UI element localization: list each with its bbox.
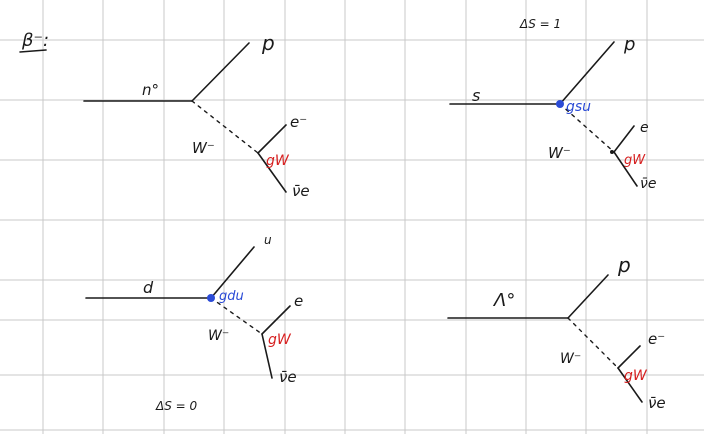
- outgoing-top-label: u: [264, 233, 272, 247]
- lepton-top-line: [261, 305, 291, 335]
- lepton-bottom-label: ν̄e: [292, 182, 310, 200]
- quark-vertex-dot: [556, 100, 564, 108]
- lepton-top-line: [257, 124, 287, 154]
- lepton-top-label: e⁻: [648, 330, 665, 348]
- boson-line: [567, 317, 619, 369]
- incoming-label: n°: [142, 81, 159, 99]
- diagram-neutron-decay: n° p W⁻ e⁻ ν̄e gW: [83, 31, 310, 200]
- boson-label: W⁻: [548, 144, 571, 162]
- lepton-bottom-line: [257, 152, 287, 193]
- lepton-top-line: [617, 345, 641, 369]
- incoming-label: Λ°: [492, 290, 515, 311]
- outgoing-top-label: p: [617, 253, 631, 277]
- lepton-bottom-line: [261, 333, 273, 379]
- boson-line: [210, 297, 263, 335]
- lepton-coupling-label: gW: [266, 153, 290, 169]
- outgoing-top-line: [210, 246, 255, 299]
- lepton-bottom-label: ν̄e: [279, 368, 297, 386]
- outgoing-top-line: [191, 42, 250, 102]
- title-underline: [19, 49, 47, 53]
- quark-coupling-label: gsu: [566, 99, 591, 115]
- lepton-bottom-line: [617, 367, 643, 403]
- lepton-coupling-label: gW: [268, 332, 292, 348]
- boson-label: W⁻: [560, 351, 581, 367]
- diagram-lambda-decay: Λ° p W⁻ e⁻ ν̄e gW: [447, 253, 666, 412]
- strangeness-note: ΔS = 1: [519, 17, 561, 31]
- outgoing-top-label: p: [623, 34, 635, 55]
- diagram-strange-decay: ΔS = 1 s p W⁻ e ν̄e gW gsu: [449, 17, 656, 192]
- lepton-top-label: e⁻: [290, 113, 307, 131]
- lepton-top-line: [613, 125, 635, 153]
- quark-coupling-label: gdu: [219, 289, 244, 304]
- diagram-down-decay: d u W⁻ e ν̄e gW gdu ΔS = 0: [85, 233, 303, 413]
- outgoing-top-label: p: [261, 31, 275, 55]
- lepton-coupling-label: gW: [624, 153, 646, 168]
- incoming-label: d: [143, 278, 154, 297]
- quark-vertex-dot: [207, 294, 215, 302]
- incoming-label: s: [472, 86, 480, 105]
- lepton-bottom-label: ν̄e: [640, 176, 656, 192]
- outgoing-top-line: [567, 274, 609, 319]
- strangeness-note: ΔS = 0: [155, 399, 198, 413]
- boson-line: [191, 100, 259, 154]
- lepton-top-label: e: [640, 120, 649, 136]
- lepton-vertex-dot: [610, 150, 614, 154]
- boson-label: W⁻: [208, 328, 229, 344]
- lepton-bottom-line: [613, 151, 638, 187]
- boson-label: W⁻: [192, 139, 215, 157]
- lepton-coupling-label: gW: [624, 368, 648, 384]
- lepton-bottom-label: ν̄e: [648, 394, 666, 412]
- page-title: β⁻:: [21, 30, 49, 51]
- outgoing-top-line: [559, 41, 615, 105]
- lepton-top-label: e: [294, 292, 303, 310]
